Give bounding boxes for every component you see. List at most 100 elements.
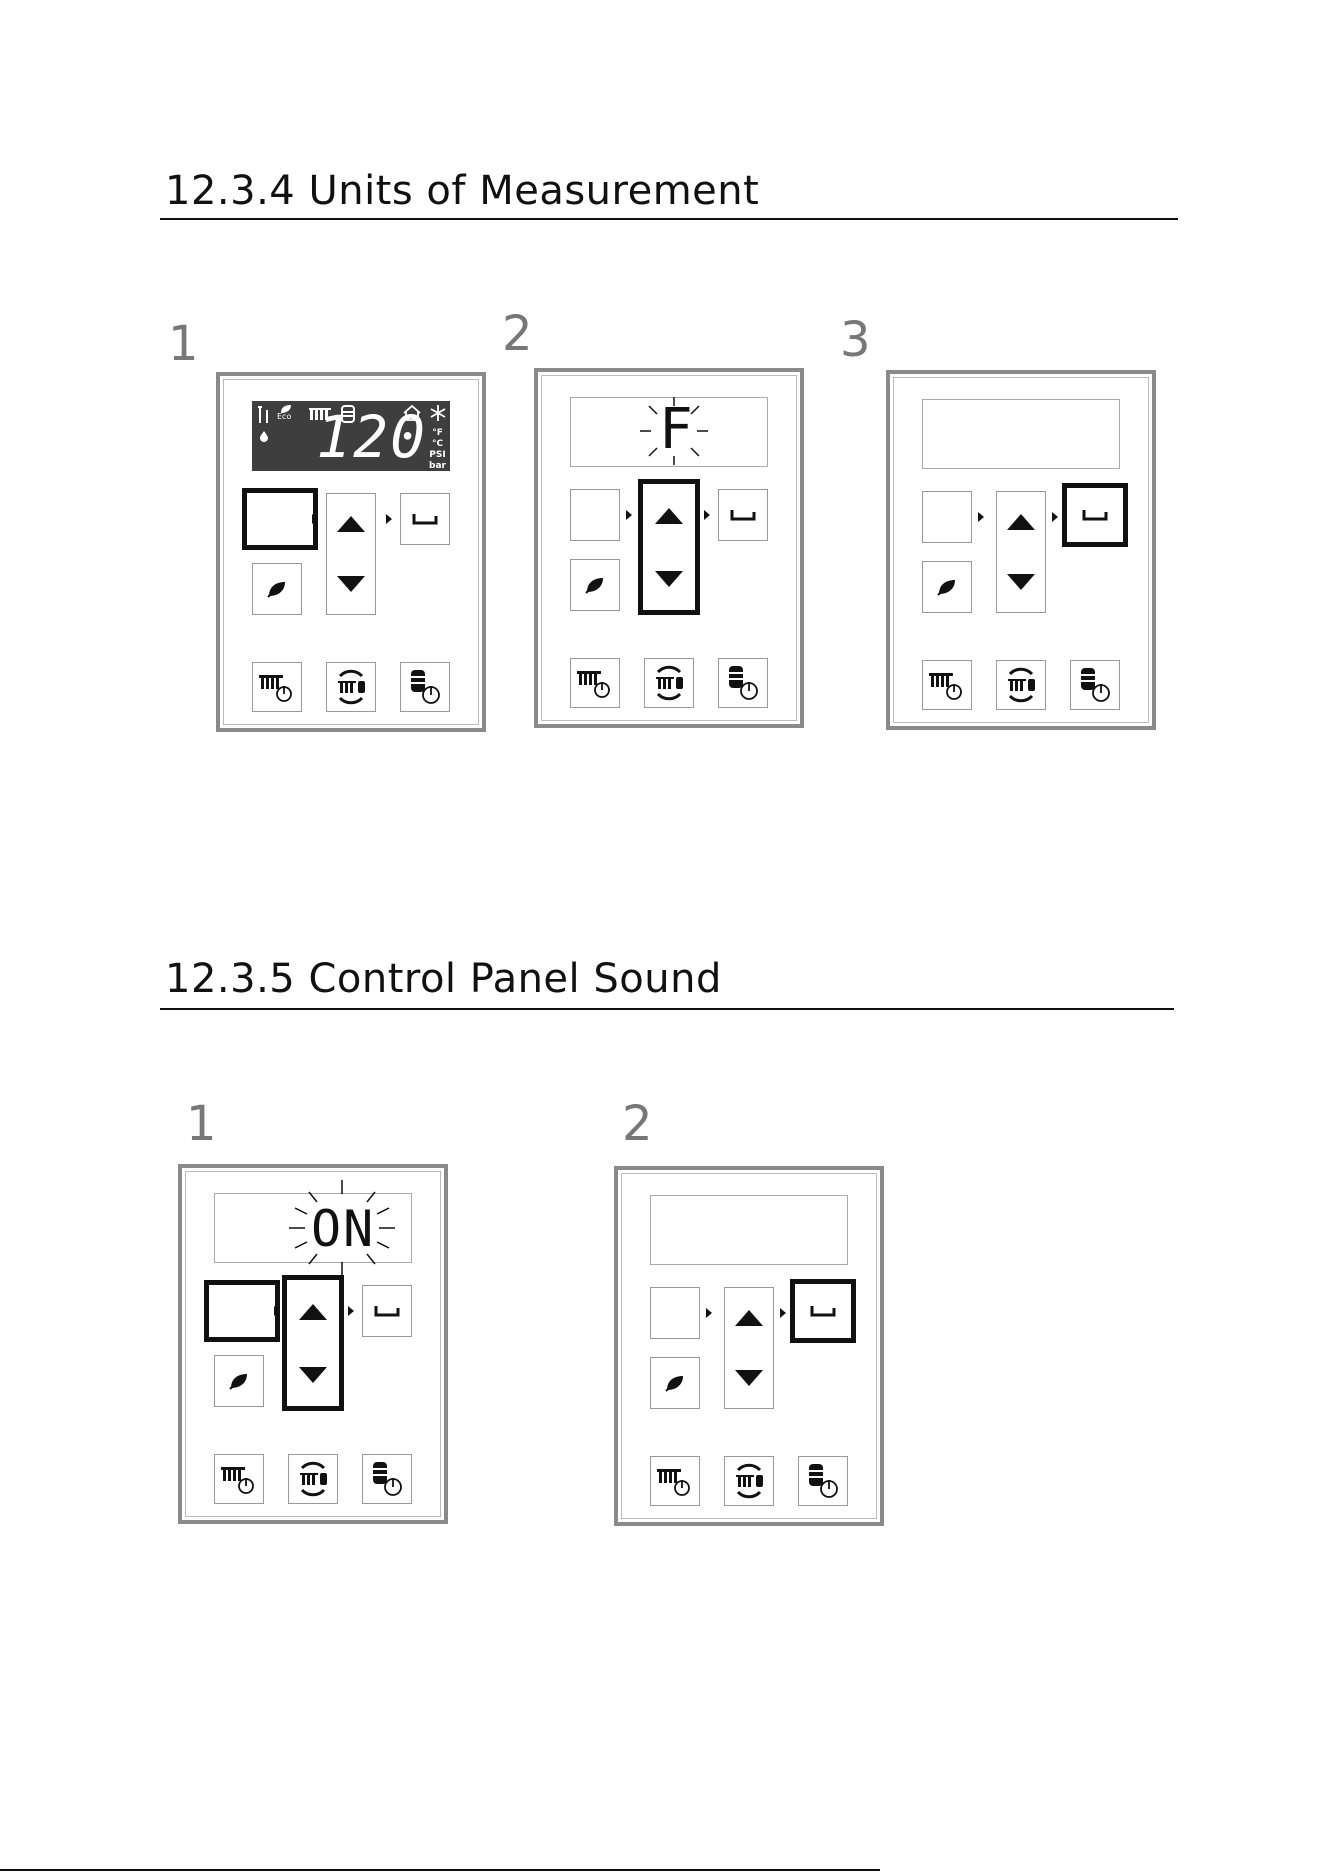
- leaf-icon: [936, 578, 958, 596]
- display-value: ON: [311, 1204, 375, 1254]
- radiator-cycle-icon: [330, 668, 372, 706]
- radiator-power-icon: [575, 665, 615, 701]
- chevron-right-icon: [312, 514, 318, 524]
- menu-button[interactable]: [650, 1287, 700, 1339]
- eco-button[interactable]: [922, 561, 972, 613]
- arrow-down-icon[interactable]: [299, 1367, 327, 1383]
- lcd-units: °F °C PSI bar: [429, 428, 446, 472]
- enter-button[interactable]: [718, 489, 768, 541]
- footer-rule: [0, 1869, 880, 1871]
- arrow-up-icon[interactable]: [1007, 514, 1035, 530]
- section-rule: [160, 218, 1178, 220]
- heating-power-button[interactable]: [650, 1456, 700, 1506]
- tank-power-icon: [1075, 665, 1115, 705]
- section-title-units: 12.3.4 Units of Measurement: [165, 168, 759, 214]
- heating-power-button[interactable]: [252, 662, 302, 712]
- chevron-right-icon: [626, 510, 632, 520]
- radiator-power-icon: [655, 1463, 695, 1499]
- display: ON: [214, 1193, 412, 1263]
- section-rule: [160, 1008, 1174, 1010]
- enter-icon: [412, 512, 438, 526]
- eco-button[interactable]: [570, 559, 620, 611]
- lcd-display: Eco 120 °F °C PSI bar: [252, 401, 450, 471]
- hot-water-power-button[interactable]: [362, 1454, 412, 1504]
- chevron-right-icon: [978, 512, 984, 522]
- control-panel: ON: [178, 1164, 448, 1524]
- display: [922, 399, 1120, 469]
- hot-water-power-button[interactable]: [718, 658, 768, 708]
- up-down-button[interactable]: [282, 1275, 344, 1411]
- chevron-right-icon: [386, 514, 392, 524]
- hot-water-power-button[interactable]: [798, 1456, 848, 1506]
- mode-button[interactable]: [644, 658, 694, 708]
- hot-water-power-button[interactable]: [1070, 660, 1120, 710]
- step-number: 1: [168, 320, 199, 368]
- arrow-down-icon[interactable]: [735, 1370, 763, 1386]
- control-panel: [614, 1166, 884, 1526]
- step-number: 1: [186, 1100, 217, 1148]
- enter-button[interactable]: [1062, 483, 1128, 547]
- arrow-down-icon[interactable]: [655, 571, 683, 587]
- heating-power-button[interactable]: [922, 660, 972, 710]
- hot-water-power-button[interactable]: [400, 662, 450, 712]
- menu-button[interactable]: [922, 491, 972, 543]
- mode-button[interactable]: [326, 662, 376, 712]
- up-down-button[interactable]: [326, 493, 376, 615]
- leaf-icon: [266, 580, 288, 598]
- control-panel: F: [534, 368, 804, 728]
- radiator-cycle-icon: [648, 664, 690, 702]
- snowflake-icon: [429, 404, 447, 422]
- up-down-button[interactable]: [638, 479, 700, 615]
- radiator-cycle-icon: [292, 1460, 334, 1498]
- enter-icon: [374, 1304, 400, 1318]
- menu-button[interactable]: [204, 1280, 280, 1342]
- radiator-power-icon: [927, 667, 967, 703]
- leaf-icon: [584, 576, 606, 594]
- up-down-button[interactable]: [724, 1287, 774, 1409]
- enter-button[interactable]: [362, 1285, 412, 1337]
- mode-button[interactable]: [288, 1454, 338, 1504]
- chevron-right-icon: [348, 1306, 354, 1316]
- chevron-right-icon: [1052, 512, 1058, 522]
- eco-label: Eco: [277, 412, 291, 421]
- eco-button[interactable]: [650, 1357, 700, 1409]
- radiator-power-icon: [257, 669, 297, 705]
- enter-icon: [1082, 508, 1108, 522]
- enter-icon: [730, 508, 756, 522]
- leaf-icon: [228, 1372, 250, 1390]
- step-number: 2: [502, 310, 533, 358]
- step-number: 2: [622, 1100, 653, 1148]
- step-number: 3: [840, 316, 871, 364]
- enter-button[interactable]: [790, 1279, 856, 1343]
- menu-button[interactable]: [570, 489, 620, 541]
- display: F: [570, 397, 768, 467]
- menu-button[interactable]: [242, 488, 318, 550]
- mode-button[interactable]: [724, 1456, 774, 1506]
- tank-power-icon: [405, 667, 445, 707]
- eco-button[interactable]: [252, 563, 302, 615]
- arrow-up-icon[interactable]: [655, 508, 683, 524]
- heating-power-button[interactable]: [570, 658, 620, 708]
- control-panel: Eco 120 °F °C PSI bar: [216, 372, 486, 732]
- mode-button[interactable]: [996, 660, 1046, 710]
- arrow-up-icon[interactable]: [337, 516, 365, 532]
- radiator-cycle-icon: [1000, 666, 1042, 704]
- chevron-right-icon: [274, 1306, 280, 1316]
- enter-button[interactable]: [400, 493, 450, 545]
- arrow-down-icon[interactable]: [1007, 574, 1035, 590]
- display-value: F: [659, 402, 693, 458]
- lcd-value: 120: [316, 408, 427, 466]
- section-title-sound: 12.3.5 Control Panel Sound: [165, 956, 722, 1002]
- arrow-down-icon[interactable]: [337, 576, 365, 592]
- flame-icon: [259, 430, 269, 442]
- up-down-button[interactable]: [996, 491, 1046, 613]
- display: [650, 1195, 848, 1265]
- eco-button[interactable]: [214, 1355, 264, 1407]
- heating-power-button[interactable]: [214, 1454, 264, 1504]
- tank-power-icon: [723, 663, 763, 703]
- wrench-icon: [257, 406, 271, 424]
- arrow-up-icon[interactable]: [735, 1310, 763, 1326]
- arrow-up-icon[interactable]: [299, 1304, 327, 1320]
- radiator-power-icon: [219, 1461, 259, 1497]
- radiator-cycle-icon: [728, 1462, 770, 1500]
